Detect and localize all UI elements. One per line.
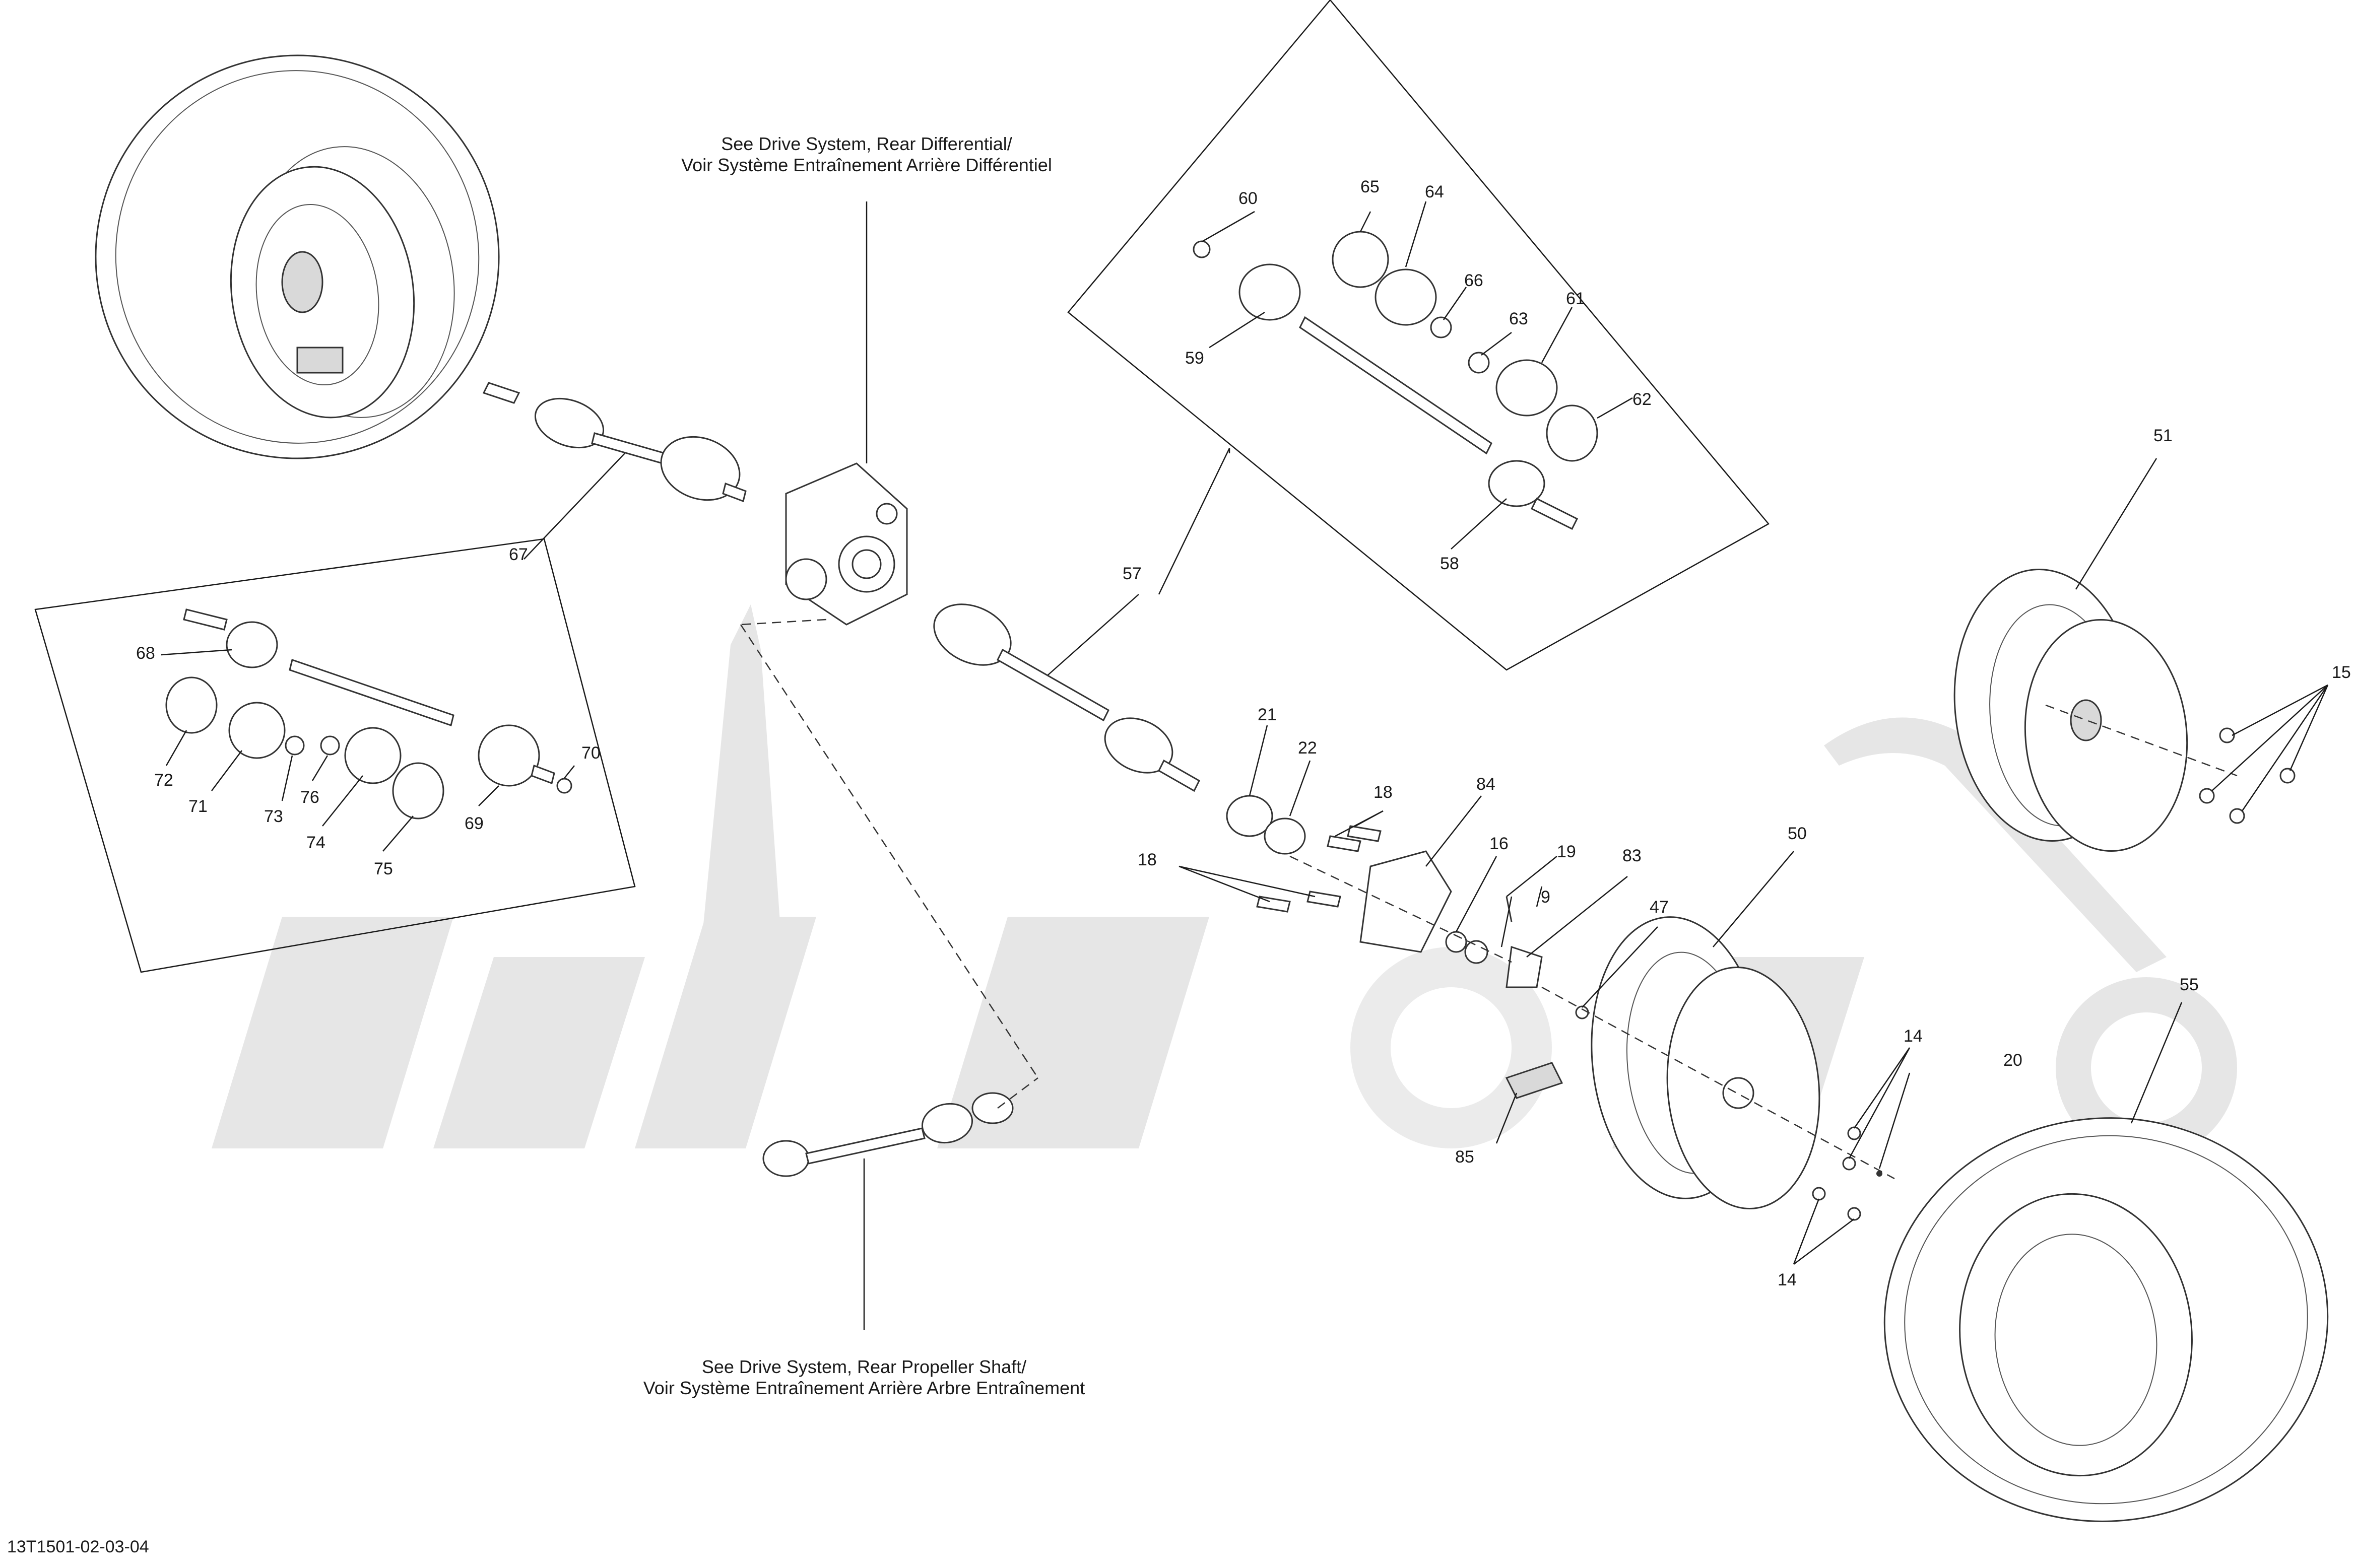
callout-84: 84 [1476,775,1495,794]
callout-69: 69 [465,814,484,833]
leader-lines [161,201,2329,1330]
callout-66: 66 [1464,271,1483,290]
exploded-joint-box-left [34,538,636,973]
part-code: 13T1501-02-03-04 [7,1537,149,1556]
callout-65: 65 [1360,177,1380,196]
callout-70: 70 [581,743,601,763]
note-propeller-line1: See Drive System, Rear Propeller Shaft/ [702,1356,1026,1377]
callout-73: 73 [264,807,283,826]
callout-74: 74 [306,833,325,852]
callout-14-bottom: 14 [1778,1270,1797,1289]
note-differential-line2: Voir Système Entraînement Arrière Différ… [681,155,1052,175]
callout-68: 68 [136,644,155,663]
propeller-shaft [762,1092,1014,1177]
right-drive-shaft [933,603,1200,792]
callout-60: 60 [1238,189,1258,208]
callout-18-left: 18 [1138,850,1157,869]
callout-76: 76 [300,788,319,807]
callout-9: 9 [1541,888,1550,907]
callout-20: 20 [2003,1051,2022,1070]
callout-61: 61 [1566,289,1585,308]
callout-51: 51 [2153,426,2173,445]
rear-differential [785,462,908,626]
callout-15: 15 [2332,663,2351,682]
note-differential-line1: See Drive System, Rear Differential/ [721,133,1012,154]
callout-64: 64 [1425,182,1444,201]
left-drive-shaft [482,382,747,502]
rim-upper-right [1953,569,2296,852]
dashed-guides [740,619,2238,1180]
callout-55: 55 [2180,975,2199,994]
callout-47: 47 [1650,898,1669,917]
callout-63: 63 [1509,309,1528,328]
callout-14-top: 14 [1904,1027,1923,1046]
reference-notes: See Drive System, Rear Differential/ Voi… [7,133,1085,1556]
hub-assembly [1226,795,1589,1099]
exploded-joint-box-right [1067,0,1770,671]
tire-left [95,54,500,459]
callout-19: 19 [1557,842,1576,861]
callouts: 60 65 64 66 63 61 62 59 58 57 51 15 67 6… [136,177,2351,1289]
note-propeller-line2: Voir Système Entraînement Arrière Arbre … [643,1378,1085,1398]
callout-75: 75 [374,859,393,878]
callout-57: 57 [1123,564,1142,583]
callout-83: 83 [1622,846,1642,865]
callout-62: 62 [1632,390,1652,409]
callout-22: 22 [1298,738,1317,758]
callout-67: 67 [509,545,528,564]
callout-50: 50 [1788,824,1807,843]
tire-lower-right [1883,1117,2329,1522]
callout-21: 21 [1258,705,1277,724]
callout-71: 71 [188,797,208,816]
callout-18-top: 18 [1373,783,1393,802]
callout-59: 59 [1185,349,1204,368]
callout-85: 85 [1455,1147,1474,1167]
rim-lower-center [1591,916,1882,1221]
callout-58: 58 [1440,554,1459,573]
callout-16: 16 [1489,834,1509,853]
callout-72: 72 [154,771,173,790]
watermark [212,604,2237,1158]
